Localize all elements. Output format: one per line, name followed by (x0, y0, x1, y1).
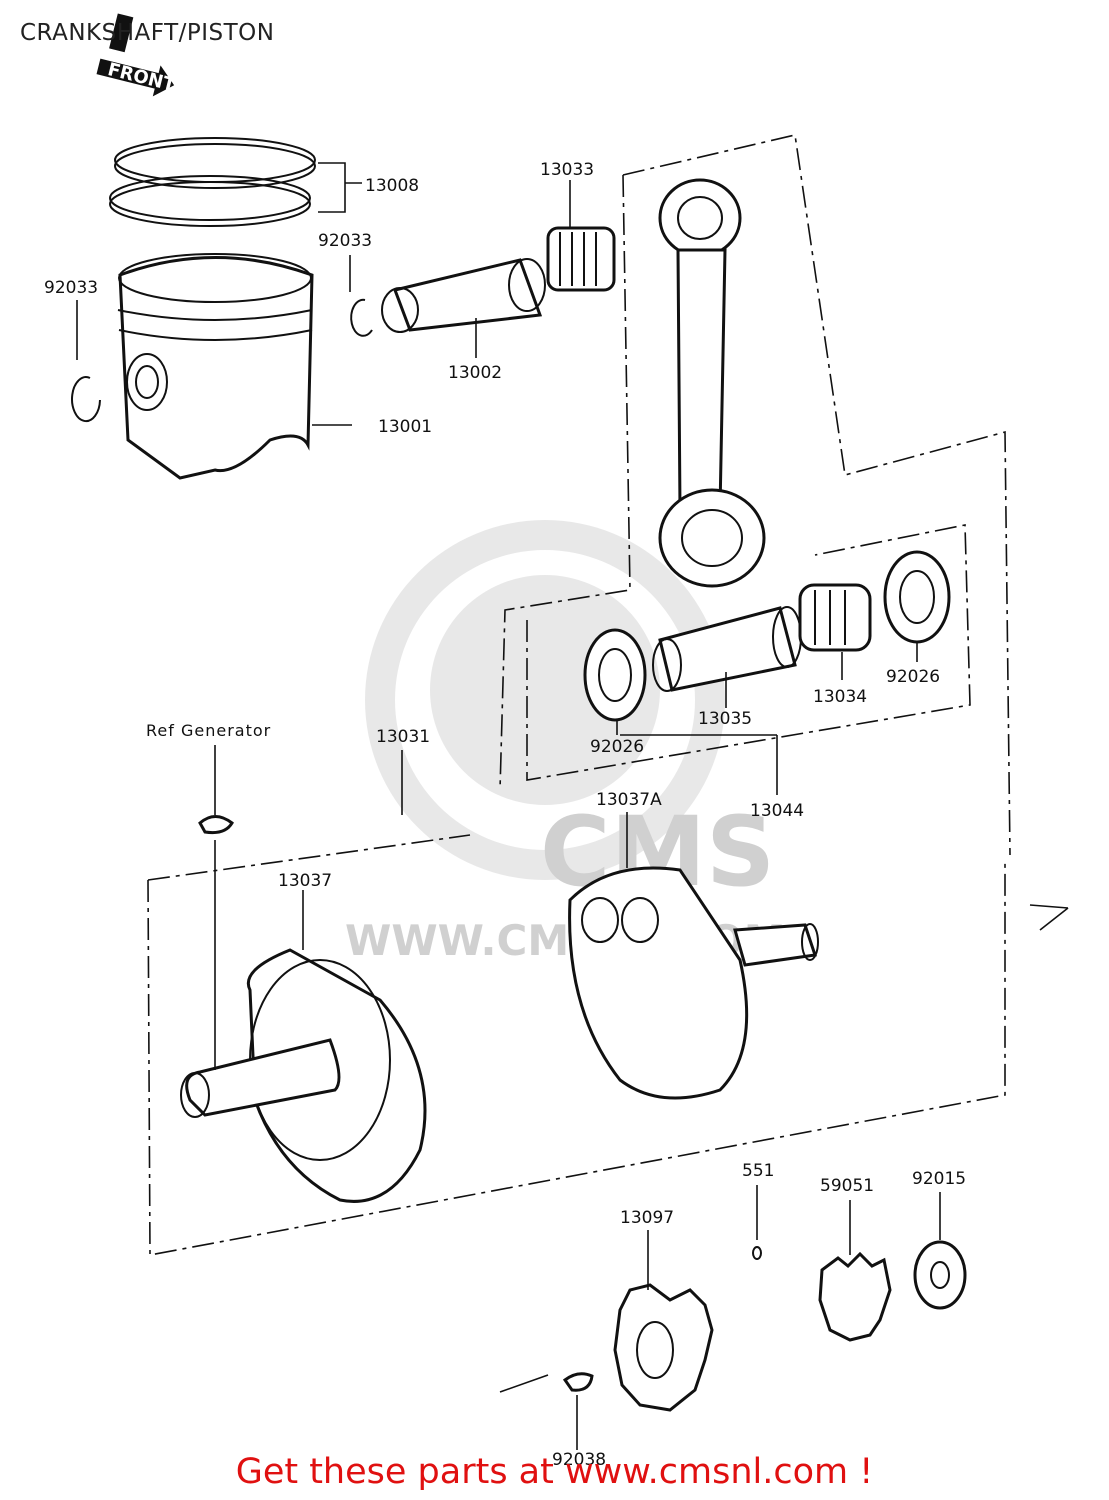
gear-59051 (818, 1200, 892, 1342)
shop-link-cta[interactable]: Get these parts at www.cmsnl.com ! (235, 1452, 874, 1492)
label-13034: 13034 (813, 687, 867, 707)
collar-92015 (913, 1192, 967, 1310)
thrust-washer-92026-right (883, 550, 951, 662)
crankshaft-half-13037 (180, 840, 427, 1203)
crankshaft-half-13037A (568, 812, 819, 1100)
pin-551 (752, 1185, 762, 1260)
piston-rings-13008 (109, 137, 362, 227)
label-92038: 92038 (552, 1450, 606, 1470)
key-92038 (499, 1372, 594, 1450)
label-92026-right: 92026 (886, 667, 940, 687)
label-13031: 13031 (376, 727, 430, 747)
label-551: 551 (742, 1161, 774, 1181)
thrust-washer-92026-left (583, 628, 647, 735)
circlip-92033-left (71, 300, 101, 423)
generator-key (198, 745, 234, 835)
connecting-rod (658, 178, 766, 588)
label-13008: 13008 (365, 176, 419, 196)
label-92033-right: 92033 (318, 231, 372, 251)
label-13044: 13044 (750, 801, 804, 821)
piston-pin-13002 (381, 258, 546, 358)
label-13037A: 13037A (596, 790, 662, 810)
label-92026-left: 92026 (590, 737, 644, 757)
label-59051: 59051 (820, 1176, 874, 1196)
label-13033: 13033 (540, 160, 594, 180)
crank-pin-13035 (652, 606, 802, 708)
label-13037: 13037 (278, 871, 332, 891)
label-ref-generator: Ref Generator (146, 721, 271, 740)
group-outlines (147, 134, 1069, 1256)
label-13001: 13001 (378, 417, 432, 437)
label-13097: 13097 (620, 1208, 674, 1228)
needle-bearing-13033 (546, 180, 616, 292)
page-title: CRANKSHAFT/PISTON (20, 20, 275, 46)
circlip-92033-right (349, 255, 373, 337)
piston-13001 (117, 253, 352, 480)
gear-13097 (613, 1230, 714, 1412)
label-92015: 92015 (912, 1169, 966, 1189)
label-13002: 13002 (448, 363, 502, 383)
front-marker-text: FRONT (105, 59, 178, 96)
needle-bearing-13034 (798, 583, 872, 680)
label-92033-left: 92033 (44, 278, 98, 298)
label-13035: 13035 (698, 709, 752, 729)
